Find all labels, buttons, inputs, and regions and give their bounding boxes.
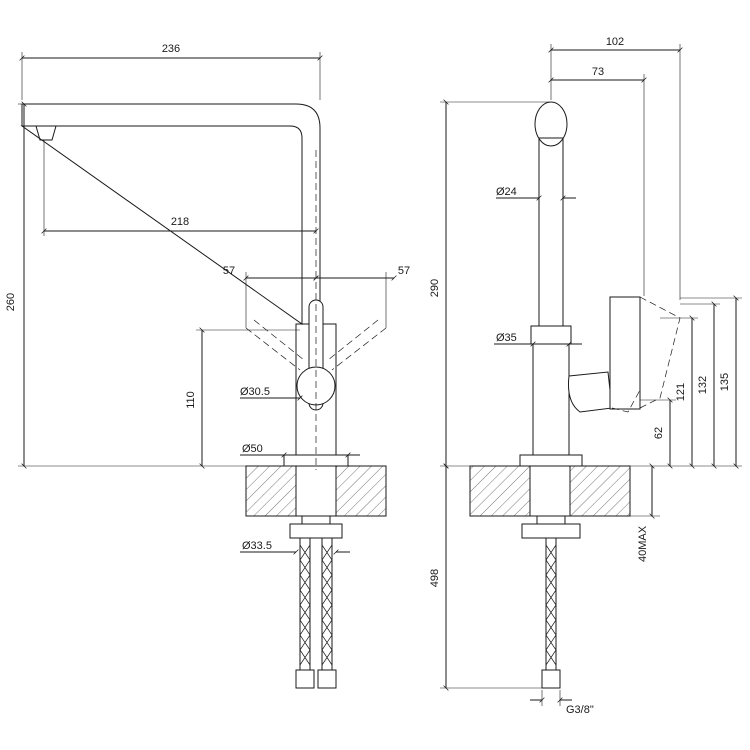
side-dim-thread: G3/8" bbox=[530, 690, 594, 716]
front-hoses bbox=[295, 537, 337, 689]
dim-135: 135 bbox=[719, 373, 731, 391]
dim-dia-30-5: Ø30.5 bbox=[240, 386, 270, 398]
front-spout bbox=[20, 103, 321, 325]
dim-57-left: 57 bbox=[223, 265, 235, 277]
dim-121: 121 bbox=[675, 383, 687, 401]
side-nut bbox=[521, 523, 581, 539]
side-hose bbox=[541, 537, 561, 689]
side-body bbox=[532, 343, 570, 456]
front-lever-left-arc bbox=[245, 327, 301, 371]
dim-218: 218 bbox=[171, 216, 189, 228]
dim-dia-35: Ø35 bbox=[496, 332, 517, 344]
side-dim-290: 290 bbox=[429, 99, 551, 469]
side-base-flange bbox=[519, 454, 583, 467]
dim-dia-50: Ø50 bbox=[242, 443, 263, 455]
side-view: 102 73 290 Ø24 Ø35 62 bbox=[429, 36, 742, 716]
front-view: 236 218 260 110 57 57 bbox=[5, 43, 410, 689]
dim-40max: 40MAX bbox=[637, 525, 649, 562]
front-dim-110: 110 bbox=[185, 327, 300, 469]
side-shank bbox=[536, 515, 566, 525]
front-dim-50: Ø50 bbox=[240, 443, 360, 458]
side-dim-121: 121 bbox=[660, 315, 698, 469]
side-dim-132: 132 bbox=[680, 301, 720, 469]
side-dim-62: 62 bbox=[640, 397, 676, 469]
front-lever-right-arc bbox=[331, 327, 387, 371]
side-spout bbox=[538, 119, 564, 327]
dim-290: 290 bbox=[429, 279, 441, 297]
dim-57-right: 57 bbox=[398, 265, 410, 277]
side-dim-35: Ø35 bbox=[494, 332, 582, 347]
dim-498: 498 bbox=[429, 569, 441, 587]
front-shank bbox=[301, 515, 331, 525]
dim-dia-33-5: Ø33.5 bbox=[242, 540, 272, 552]
front-dim-30-5: Ø30.5 bbox=[240, 386, 303, 401]
side-handle-lever bbox=[609, 296, 641, 410]
front-nut bbox=[289, 523, 343, 539]
front-dim-57-right: 57 bbox=[313, 265, 410, 328]
dim-260: 260 bbox=[5, 293, 17, 311]
dim-73: 73 bbox=[592, 66, 604, 78]
dim-102: 102 bbox=[606, 36, 624, 48]
front-dim-236: 236 bbox=[19, 43, 323, 100]
side-dim-498: 498 bbox=[429, 463, 542, 691]
front-dim-57-left: 57 bbox=[223, 265, 319, 328]
side-dim-135: 135 bbox=[630, 295, 742, 469]
dim-236: 236 bbox=[162, 43, 180, 55]
front-countertop bbox=[245, 465, 387, 517]
side-dim-40max: 40MAX bbox=[630, 463, 660, 562]
side-handle bbox=[568, 371, 613, 413]
front-dim-260: 260 bbox=[5, 101, 246, 469]
side-spout-top bbox=[534, 101, 568, 147]
side-countertop bbox=[469, 465, 631, 517]
side-dim-73: 73 bbox=[548, 66, 647, 296]
dim-dia-24: Ø24 bbox=[496, 186, 517, 198]
dim-62: 62 bbox=[653, 427, 665, 439]
front-aerator bbox=[35, 125, 57, 141]
side-dim-24: Ø24 bbox=[496, 186, 576, 201]
dim-132: 132 bbox=[697, 376, 709, 394]
dim-110: 110 bbox=[185, 391, 197, 409]
side-dim-102: 102 bbox=[548, 36, 683, 300]
front-dim-218: 218 bbox=[41, 140, 319, 236]
dim-thread-g3-8: G3/8" bbox=[566, 704, 594, 716]
front-dim-33-5: Ø33.5 bbox=[240, 540, 350, 555]
